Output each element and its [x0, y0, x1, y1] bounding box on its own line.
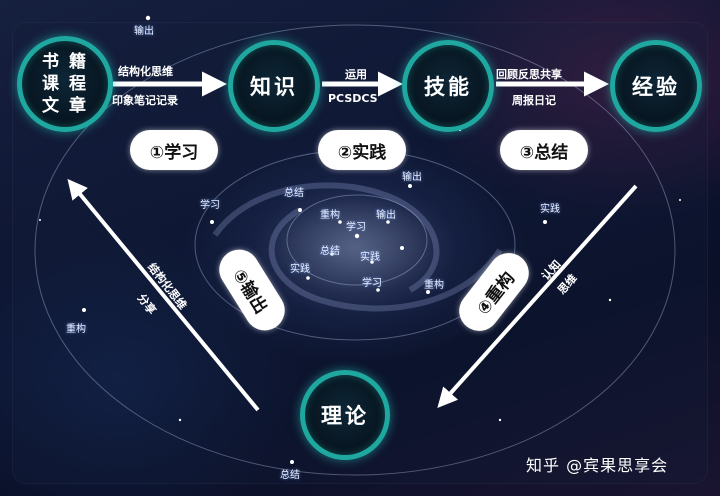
star	[290, 460, 294, 464]
star	[370, 260, 374, 264]
star-label: 重构	[424, 280, 444, 291]
star	[145, 15, 151, 21]
star-label: 学习	[200, 200, 220, 211]
star	[543, 220, 547, 224]
arrow-experience-to-theory	[437, 184, 638, 408]
edge-label: 运用	[345, 68, 367, 81]
star	[338, 220, 342, 224]
star	[330, 252, 334, 256]
star-label: 实践	[540, 204, 560, 215]
star-label: 总结	[320, 246, 340, 257]
star	[498, 418, 502, 422]
star	[408, 184, 412, 188]
galaxy-swirl-1	[212, 182, 440, 293]
star-label: 重构	[320, 210, 340, 221]
node-skill: 技能	[402, 40, 494, 132]
star	[39, 219, 41, 221]
edge-label: 周报日记	[512, 94, 556, 107]
star-label: 实践	[360, 252, 380, 263]
arrow-theory-to-source	[67, 178, 260, 412]
star	[306, 276, 310, 280]
star	[608, 298, 612, 302]
watermark: 知乎 @宾果思享会	[526, 456, 669, 475]
step-practice: ②实践	[318, 130, 406, 170]
star-label: 总结	[284, 188, 304, 199]
step-summarize: ③总结	[500, 130, 588, 170]
edge-label: 印象笔记记录	[112, 94, 178, 107]
star-label: 学习	[346, 222, 366, 233]
step-learn: ①学习	[130, 130, 218, 170]
star	[82, 308, 86, 312]
star	[400, 246, 404, 250]
node-knowledge: 知识	[228, 40, 320, 132]
star	[210, 220, 214, 224]
star-label: 重构	[66, 324, 86, 335]
star-label: 学习	[362, 278, 382, 289]
node-source-line: 课 程	[42, 74, 88, 94]
star	[178, 418, 182, 422]
orbit-inner	[286, 194, 428, 286]
star	[298, 208, 302, 212]
star-label: 总结	[280, 470, 300, 481]
orbit-outer	[34, 24, 676, 476]
edge-label: 结构化思维	[118, 65, 173, 78]
star	[426, 290, 430, 294]
star-label: 输出	[376, 210, 396, 221]
star	[354, 233, 360, 239]
node-theory: 理论	[300, 370, 390, 460]
galaxy-swirl-2	[268, 207, 503, 312]
edge-label: 回顾反思共享	[496, 68, 562, 81]
node-source-line: 书 籍	[42, 52, 88, 72]
star	[376, 288, 380, 292]
edge-label: PCSDCS	[328, 92, 378, 105]
star-label: 输出	[402, 172, 422, 183]
node-source-line: 文 章	[42, 96, 88, 116]
star	[386, 220, 390, 224]
node-experience: 经验	[610, 40, 702, 132]
star	[679, 199, 681, 201]
star-label: 实践	[290, 264, 310, 275]
star-label: 输出	[134, 26, 154, 37]
node-sources: 书 籍 课 程 文 章	[17, 36, 113, 132]
